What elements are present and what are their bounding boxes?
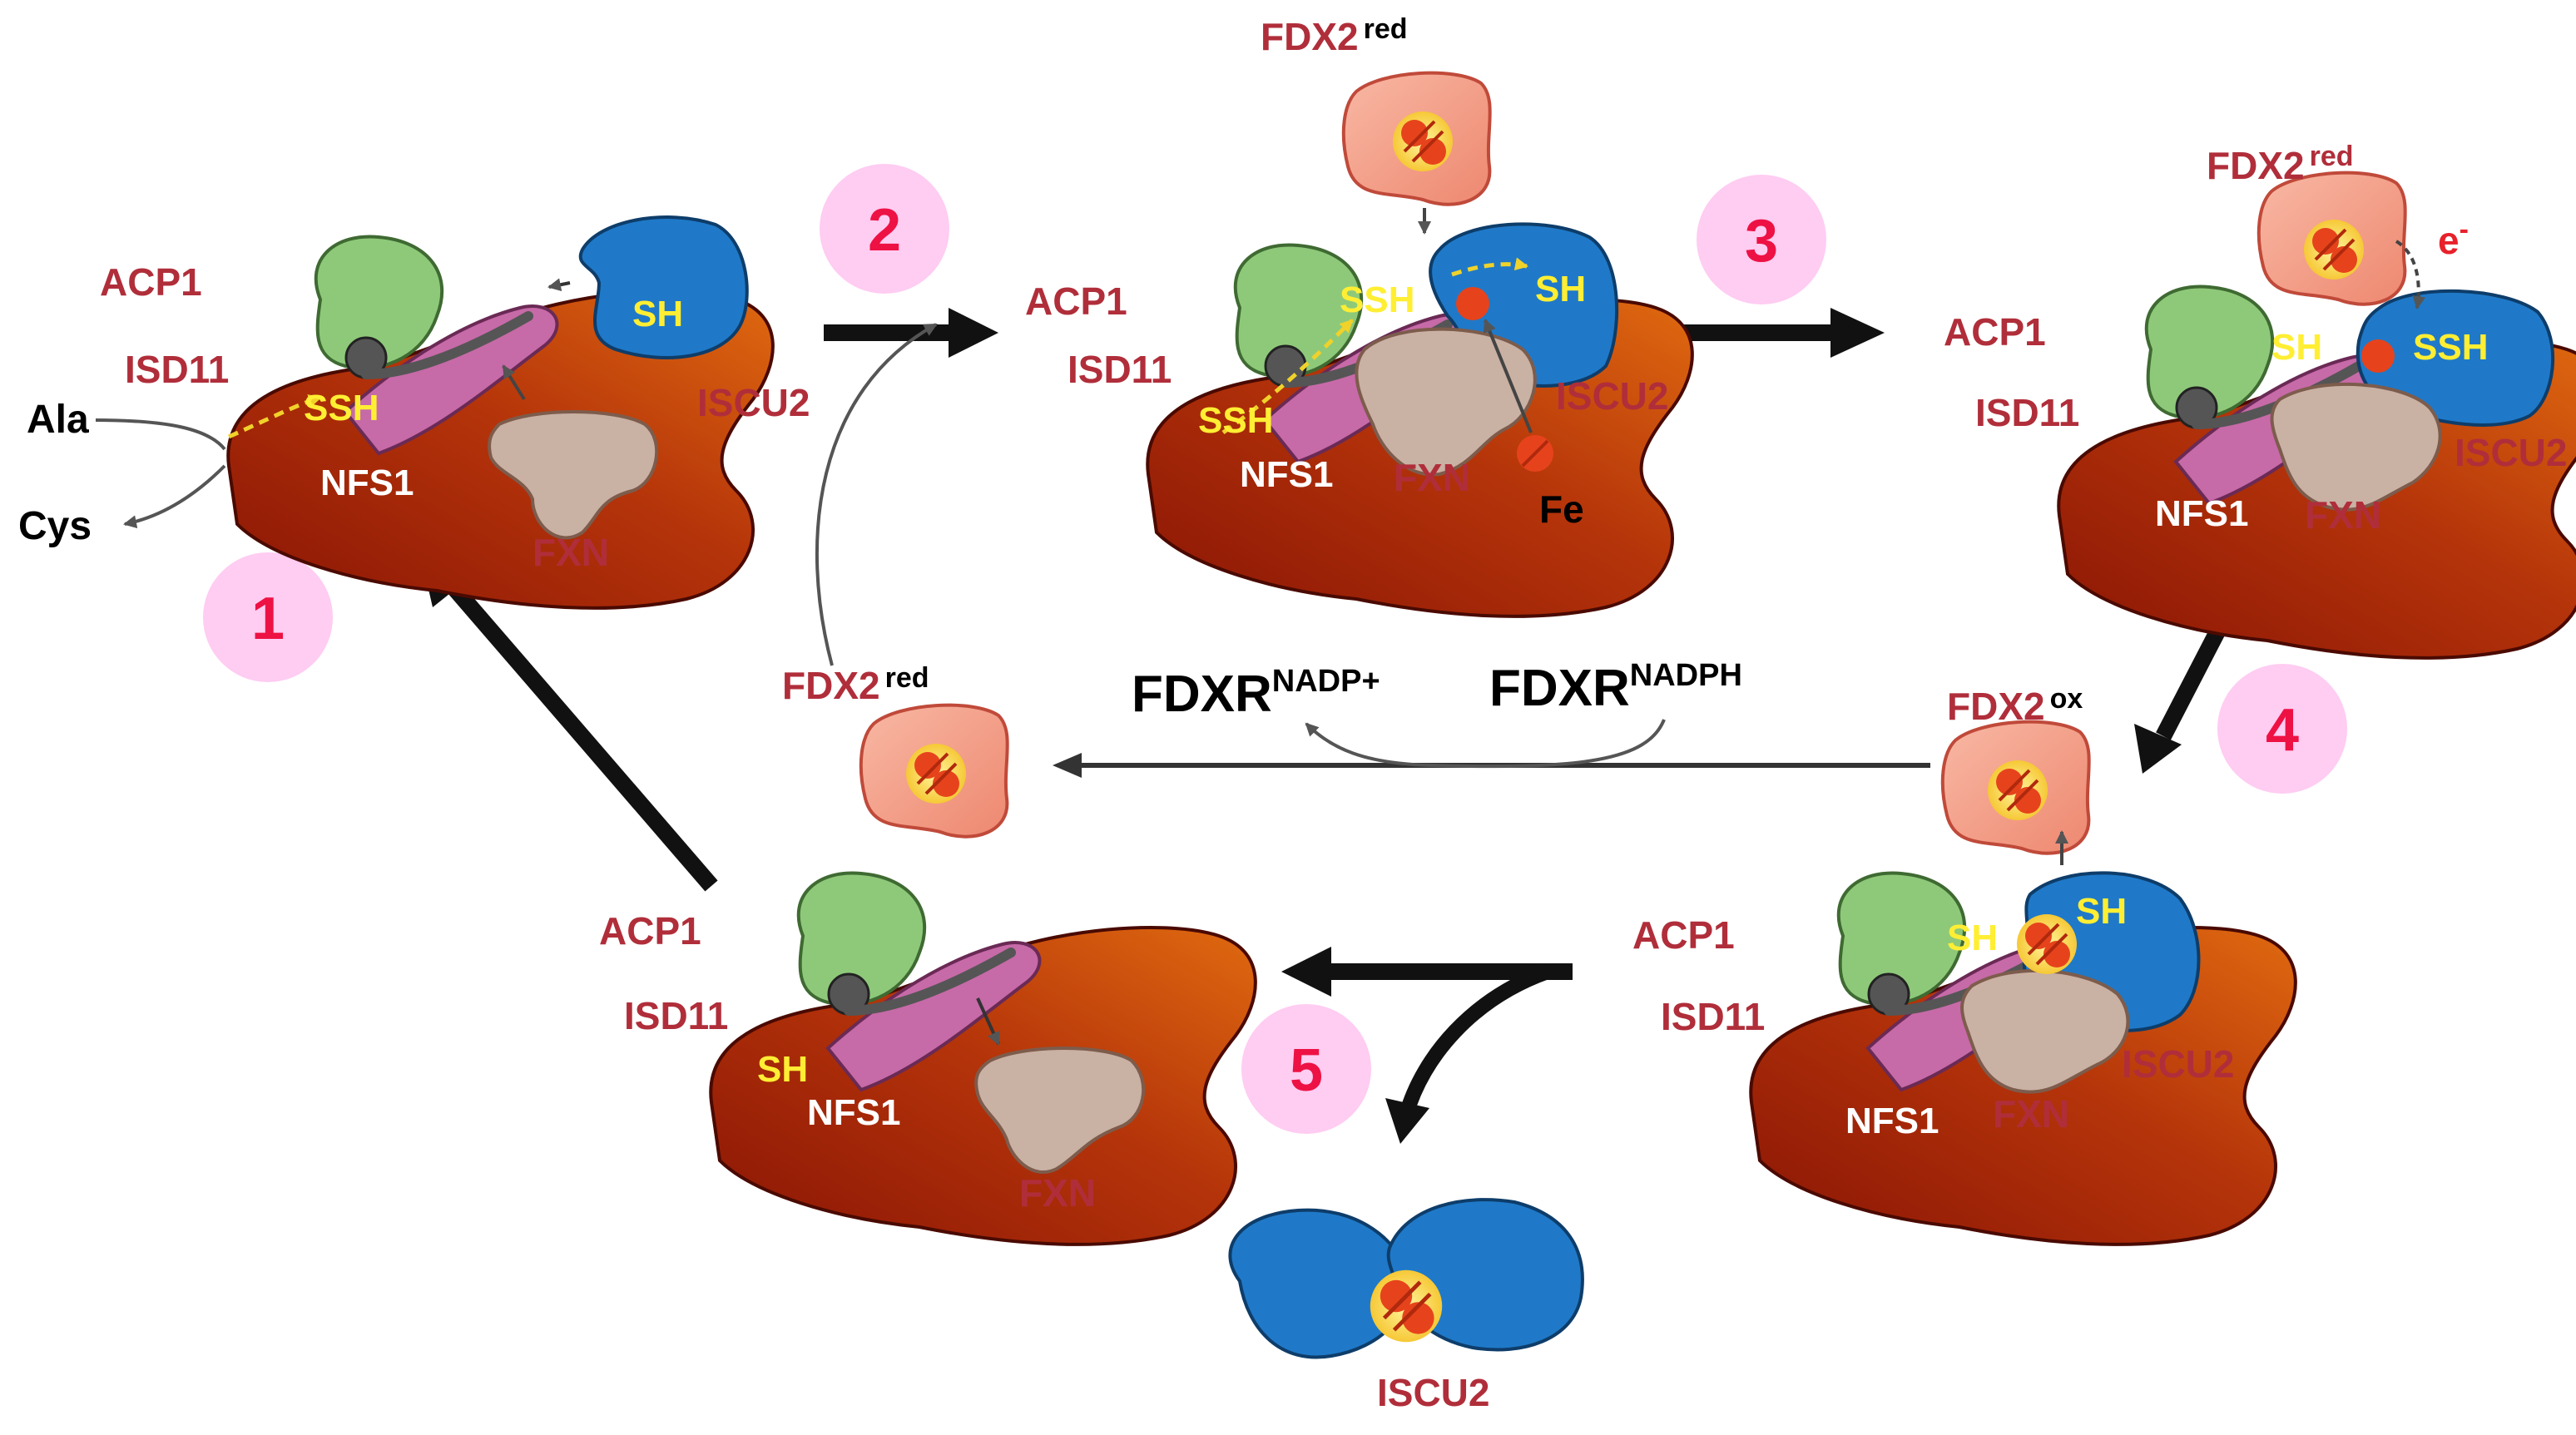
iscu2-label: ISCU2 <box>2455 431 2567 474</box>
isd11-label: ISD11 <box>1661 995 1765 1038</box>
sh-right-label: SH <box>2076 891 2127 932</box>
cys-label: Cys <box>18 504 92 548</box>
iscu2-holo-dimer: ISCU2 <box>1228 1198 1584 1414</box>
fe-s-cluster-icon <box>904 742 968 805</box>
fxn-label: FXN <box>1019 1171 1096 1215</box>
arrow-fdx2-return <box>815 323 938 666</box>
arrow-step-4 <box>2134 611 2233 774</box>
fe-s-cluster-icon <box>1391 110 1454 173</box>
step-5-marker: 5 <box>1241 1004 1371 1134</box>
iscu2-label: ISCU2 <box>697 381 810 424</box>
sh-label: SH <box>757 1049 808 1090</box>
isd11-label: ISD11 <box>1068 348 1172 391</box>
sh-label: SH <box>632 294 683 334</box>
step-1-marker: 1 <box>203 552 333 682</box>
nfs1-label: NFS1 <box>2155 493 2248 534</box>
acp1-label: ACP1 <box>599 909 701 953</box>
fdx2-ox <box>1940 720 2091 855</box>
electron-arrow-icon <box>2395 240 2426 309</box>
fxn-protein <box>1355 327 1537 477</box>
sh-left-label: SH <box>1947 918 1998 958</box>
fxn-label: FXN <box>1394 456 1470 499</box>
ala-label: Ala <box>27 398 89 442</box>
fe-s-cluster-icon <box>1986 759 2049 822</box>
fe-s-cluster-icon <box>2015 913 2078 976</box>
ssh-label: SSH <box>304 388 379 428</box>
acp1-label: ACP1 <box>100 260 202 304</box>
ssh-bottom-label: SSH <box>1198 400 1273 441</box>
ssh-label: SSH <box>2413 327 2488 368</box>
fe-s-cluster-icon <box>2302 218 2365 281</box>
step-2-marker: 2 <box>820 164 949 294</box>
ssh-top-label: SSH <box>1340 280 1414 320</box>
fdx2-red-top <box>1341 71 1492 206</box>
fxn-protein <box>1960 968 2130 1094</box>
fdx2-red-recycled <box>859 703 1009 839</box>
iscu2-label: ISCU2 <box>1377 1371 1489 1414</box>
fxn-label: FXN <box>533 531 609 574</box>
fdx2-red <box>2256 171 2407 306</box>
iscu2-protein <box>2356 289 2555 427</box>
nfs1-label: NFS1 <box>807 1092 900 1133</box>
iscu2-label: ISCU2 <box>1556 374 1668 418</box>
fxn-label: FXN <box>1993 1092 2069 1136</box>
complex-5: ACP1 ISD11 SH NFS1 FXN <box>599 873 1256 1244</box>
fdxr-nadp-label: FDXRNADP+ <box>1132 664 1380 723</box>
iron-atom-icon <box>1517 435 1553 472</box>
arrow-step-5 <box>1281 947 1573 1144</box>
fxn-protein <box>974 1047 1146 1175</box>
isd11-label: ISD11 <box>1975 391 2079 434</box>
arrow-fdxr-cycle <box>1305 719 1666 769</box>
nfs1-label: NFS1 <box>1240 454 1333 495</box>
fdxr-nadph-label: FDXRNADPH <box>1489 658 1742 717</box>
sh-label: SH <box>1535 269 1586 309</box>
nfs1-label: NFS1 <box>1845 1101 1939 1141</box>
acp1-label: ACP1 <box>1632 913 1735 957</box>
arrow-step-3 <box>1664 308 1885 358</box>
nfs1-label: NFS1 <box>320 463 414 503</box>
step-3-marker: 3 <box>1697 175 1826 304</box>
iscu2-protein <box>578 215 749 359</box>
arrow-step-2 <box>824 308 998 358</box>
fe-bound-icon <box>1456 287 1489 320</box>
step-2-number: 2 <box>868 197 901 264</box>
complex-1: ACP1 ISD11 SSH NFS1 SH ISCU2 FXN Ala Cys <box>18 215 810 608</box>
sh-label: SH <box>2271 327 2322 368</box>
iscu2-label: ISCU2 <box>2122 1042 2234 1086</box>
acp1-label: ACP1 <box>1944 310 2046 354</box>
step-5-number: 5 <box>1290 1037 1323 1104</box>
fxn-protein <box>2270 382 2442 512</box>
acp1-label: ACP1 <box>1025 280 1127 323</box>
isd11-label: ISD11 <box>624 994 728 1037</box>
isd11-label: ISD11 <box>125 348 229 391</box>
fxn-protein <box>488 410 659 540</box>
electron-label: e- <box>2438 214 2469 262</box>
fe-bound-icon <box>2361 339 2395 373</box>
step-4-marker: 4 <box>2217 664 2347 794</box>
step-4-number: 4 <box>2266 697 2299 764</box>
fe-s-cluster-icon <box>1370 1270 1442 1342</box>
fxn-label: FXN <box>2305 493 2381 537</box>
step-3-number: 3 <box>1745 208 1778 275</box>
step-1-number: 1 <box>251 586 285 652</box>
fe-label: Fe <box>1539 487 1584 531</box>
